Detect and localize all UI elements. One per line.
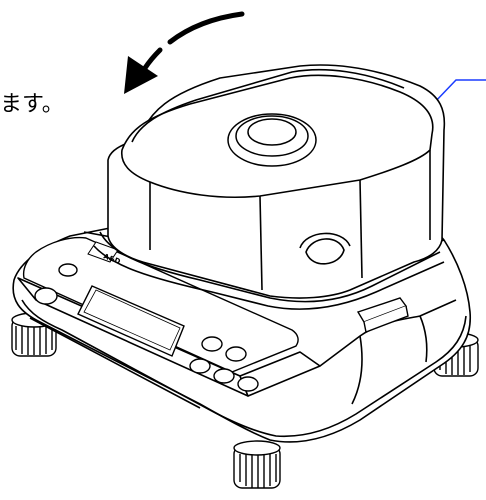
breeze-cover <box>93 64 446 310</box>
panel-surface <box>22 236 299 373</box>
weighing-pan <box>227 113 317 167</box>
foot-front <box>233 440 281 489</box>
display-window <box>77 285 185 357</box>
side-latch <box>356 297 409 333</box>
curved-arrow-icon <box>142 11 245 71</box>
key-left-bottom <box>34 287 58 305</box>
key-right-4 <box>213 368 235 384</box>
control-panel <box>22 236 299 392</box>
curved-arrow-head <box>124 56 158 94</box>
key-right-3 <box>189 358 211 374</box>
key-right-2 <box>225 346 247 362</box>
key-left-top <box>58 263 78 277</box>
cover-handle <box>305 238 345 265</box>
caption-text: ます。 <box>0 92 64 117</box>
key-right-1 <box>201 336 223 352</box>
key-right-5 <box>237 376 259 392</box>
